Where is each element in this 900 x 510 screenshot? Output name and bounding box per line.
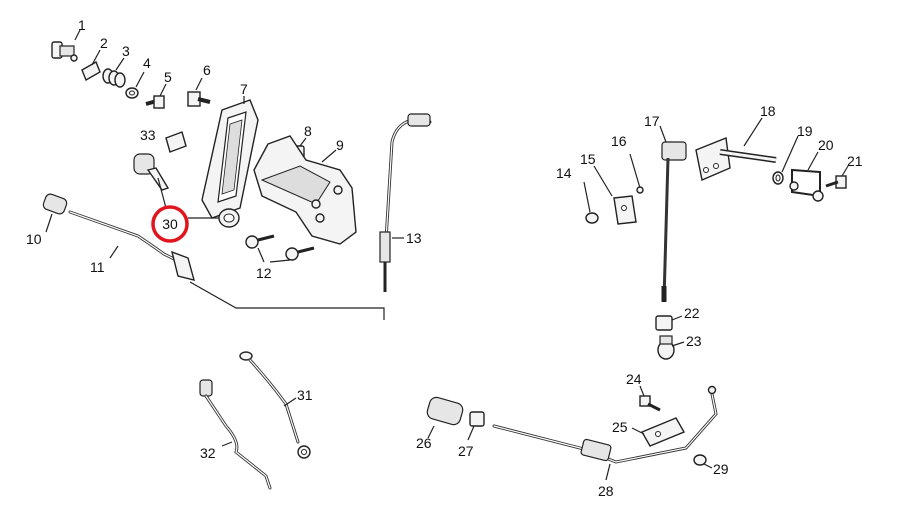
callout-2: 2 [100,35,108,51]
callout-7: 7 [240,81,248,97]
part-14 [585,212,599,224]
part-26 [426,396,464,426]
callout-8: 8 [304,123,312,139]
part-5 [145,95,165,109]
callout-12: 12 [256,265,272,281]
callout-11: 11 [90,259,105,275]
callout-1: 1 [78,17,86,33]
callout-15: 15 [580,151,596,167]
part-1 [51,41,78,62]
part-16 [629,153,644,194]
part-4 [125,87,139,99]
highlight-ring [151,205,189,243]
callout-24: 24 [626,371,642,387]
part-28 [492,385,718,464]
part-3 [102,68,126,88]
part-9 [253,135,357,245]
callout-29: 29 [713,461,729,477]
callout-18: 18 [760,103,776,119]
part-22 [655,315,673,331]
callout-33: 33 [140,127,156,143]
part-32 [199,379,272,490]
callout-5: 5 [164,69,172,85]
callout-14: 14 [556,165,572,181]
callout-16: 16 [611,133,627,149]
callout-4: 4 [143,55,151,71]
callout-19: 19 [797,123,813,139]
callout-21: 21 [847,153,863,169]
callout-23: 23 [686,333,702,349]
callout-28: 28 [598,483,614,499]
part-20 [789,168,824,202]
part-21 [825,175,847,189]
part-10 [42,193,68,215]
part-17 [661,141,687,302]
callout-20: 20 [818,137,834,153]
callout-25: 25 [612,419,628,435]
callout-17: 17 [644,113,660,129]
part-15 [613,195,637,225]
callout-10: 10 [26,231,42,247]
part-25 [640,417,686,447]
callout-31: 31 [297,387,313,403]
part-23 [657,335,675,360]
callout-13: 13 [406,230,422,246]
part-12 [245,234,315,261]
callout-22: 22 [684,305,700,321]
part-29 [693,454,707,466]
callout-6: 6 [203,62,211,78]
callout-9: 9 [336,137,344,153]
part-18 [695,137,777,181]
callout-30: 30 [162,216,178,232]
part-31 [239,351,311,459]
callout-27: 27 [458,443,474,459]
part-24 [639,395,661,412]
part-19 [772,171,784,185]
part-33 [165,131,187,153]
callout-32: 32 [200,445,216,461]
part-11 [68,210,385,320]
part-7 [201,99,259,219]
part-13 [379,113,432,292]
part-6 [187,91,211,107]
part-2 [81,60,101,82]
callout-26: 26 [416,435,432,451]
part-27 [469,411,485,427]
callout-3: 3 [122,43,130,59]
